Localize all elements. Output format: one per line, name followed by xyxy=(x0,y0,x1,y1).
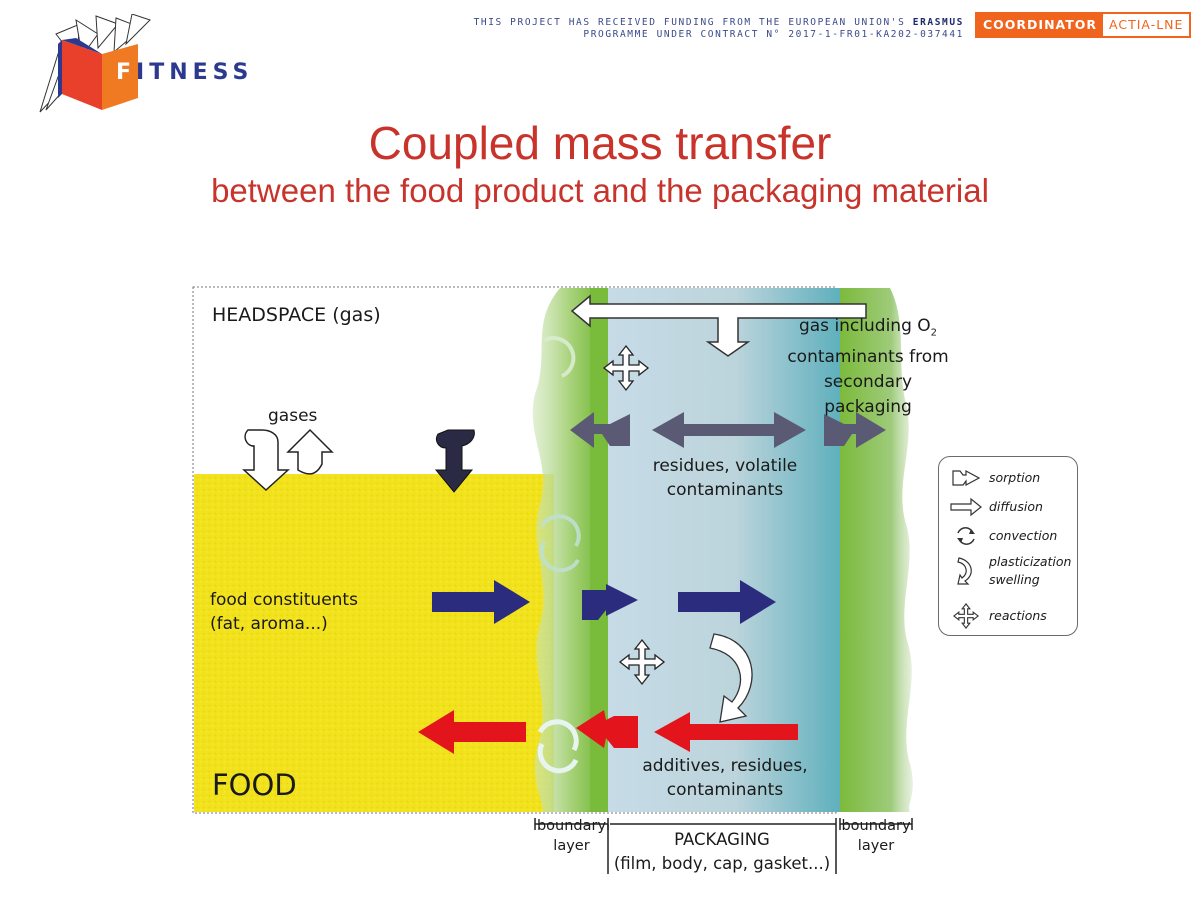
coordinator-label: COORDINATOR xyxy=(977,14,1104,36)
volatile-sorption-left xyxy=(570,412,630,448)
bottom-brackets xyxy=(534,818,913,874)
headspace-label: HEADSPACE (gas) xyxy=(212,304,381,326)
gas-up-arrow xyxy=(286,428,334,475)
gas-line3: secondary packaging xyxy=(823,372,913,418)
reactions-cross-bottom xyxy=(618,638,666,686)
legend: sorption diffusion convection plasticiza… xyxy=(938,456,1078,636)
boundary-right-line2: layer xyxy=(857,838,895,854)
coordinator-name: ACTIA-LNE xyxy=(1103,14,1190,36)
food-constituents-line1: food constituents xyxy=(210,590,358,610)
gas-down-arrow xyxy=(242,429,290,492)
navy-arrow-food xyxy=(432,580,530,624)
legend-label-sorption: sorption xyxy=(989,470,1041,485)
legend-item-diffusion: diffusion xyxy=(949,494,1043,520)
boundary-layer-left-label: boundary layer xyxy=(535,816,608,856)
residues-line1: residues, volatile xyxy=(652,456,798,476)
left-boundary-edge xyxy=(590,288,608,812)
legend-label-plasticization: plasticization swelling xyxy=(989,553,1071,589)
funding-notice: THIS PROJECT HAS RECEIVED FUNDING FROM T… xyxy=(474,17,964,41)
gas-diffusion-arrows xyxy=(570,294,867,357)
food-constituents-label: food constituents (fat, aroma...) xyxy=(210,588,358,636)
residues-label: residues, volatile contaminants xyxy=(630,454,820,502)
gas-line2: contaminants from xyxy=(787,347,949,368)
legend-label-reactions: reactions xyxy=(989,608,1047,623)
fitness-logo xyxy=(36,13,156,118)
funding-line2: PROGRAMME UNDER CONTRACT N° 2017-1-FR01-… xyxy=(583,29,964,40)
convection-circle-top xyxy=(544,336,576,378)
volatile-sorption-right xyxy=(824,412,886,448)
packaging-line1: PACKAGING xyxy=(674,830,770,849)
reactions-icon xyxy=(953,603,979,629)
logo-text: FITNESS xyxy=(116,60,254,85)
additives-label: additives, residues, contaminants xyxy=(630,754,820,802)
reactions-cross-top xyxy=(602,344,650,392)
funding-line1: THIS PROJECT HAS RECEIVED FUNDING FROM T… xyxy=(473,17,913,28)
gases-arrows xyxy=(242,428,475,493)
convection-circle-bottom xyxy=(537,719,579,774)
packaging-line2: (film, body, cap, gasket...) xyxy=(613,854,831,873)
red-arrow-food xyxy=(418,710,526,754)
legend-item-convection: convection xyxy=(949,523,1057,549)
slide-subtitle: between the food product and the packagi… xyxy=(211,172,989,209)
diagram-graphic xyxy=(192,286,913,874)
convection-circle-middle xyxy=(539,514,581,573)
book-logo-icon xyxy=(39,13,151,113)
navy-arrow-packaging xyxy=(678,580,776,624)
volatile-down-arrow xyxy=(434,429,475,493)
sorption-icon xyxy=(952,469,981,487)
red-sorption-arrow xyxy=(576,710,638,748)
boundary-left-line1: boundary xyxy=(536,818,607,834)
boundary-layer-right-label: boundary layer xyxy=(840,816,912,856)
slide-title: Coupled mass transfer xyxy=(368,117,832,169)
food-label: FOOD xyxy=(212,768,297,802)
mass-transfer-diagram: HEADSPACE (gas) gases gas including O2 c… xyxy=(190,284,949,884)
volatile-arrows xyxy=(570,412,886,448)
food-constituents-line2: (fat, aroma...) xyxy=(210,614,328,634)
food-region xyxy=(194,474,554,812)
legend-item-reactions: reactions xyxy=(949,603,1047,629)
volatile-diffusion-double xyxy=(652,412,806,448)
boundary-left-line2: layer xyxy=(553,838,590,854)
legend-plasticization-line1: plasticization xyxy=(989,554,1072,569)
funding-erasmus: ERASMUS xyxy=(912,17,964,28)
additives-line2: contaminants xyxy=(666,780,784,800)
diffusion-arrow-icon xyxy=(950,497,982,517)
gases-label: gases xyxy=(268,406,318,426)
plasticization-icon xyxy=(957,557,972,585)
gas-o2-subscript: 2 xyxy=(930,327,938,339)
legend-plasticization-line2: swelling xyxy=(989,572,1040,587)
legend-item-sorption: sorption xyxy=(949,465,1040,491)
additives-line1: additives, residues, xyxy=(642,756,808,776)
legend-label-diffusion: diffusion xyxy=(989,499,1043,514)
legend-item-plasticization: plasticization swelling xyxy=(949,553,1071,589)
gas-line1: gas including O xyxy=(798,316,931,336)
coordinator-badge: COORDINATOR ACTIA-LNE xyxy=(975,12,1192,38)
migration-arrows xyxy=(418,710,798,754)
gas-inward-arrow xyxy=(570,294,867,357)
legend-label-convection: convection xyxy=(989,528,1058,543)
plasticization-arrow xyxy=(709,633,753,723)
secondary-gas-label: gas including O2 contaminants from secon… xyxy=(778,314,958,420)
navy-sorption-arrow xyxy=(582,584,638,620)
packaging-label: PACKAGING (film, body, cap, gasket...) xyxy=(608,828,836,876)
red-arrow-packaging xyxy=(654,712,798,752)
convection-icon xyxy=(957,527,975,545)
boundary-right-line1: boundary xyxy=(841,818,911,834)
food-constituent-arrows xyxy=(432,580,776,624)
residues-line2: contaminants xyxy=(666,480,784,500)
